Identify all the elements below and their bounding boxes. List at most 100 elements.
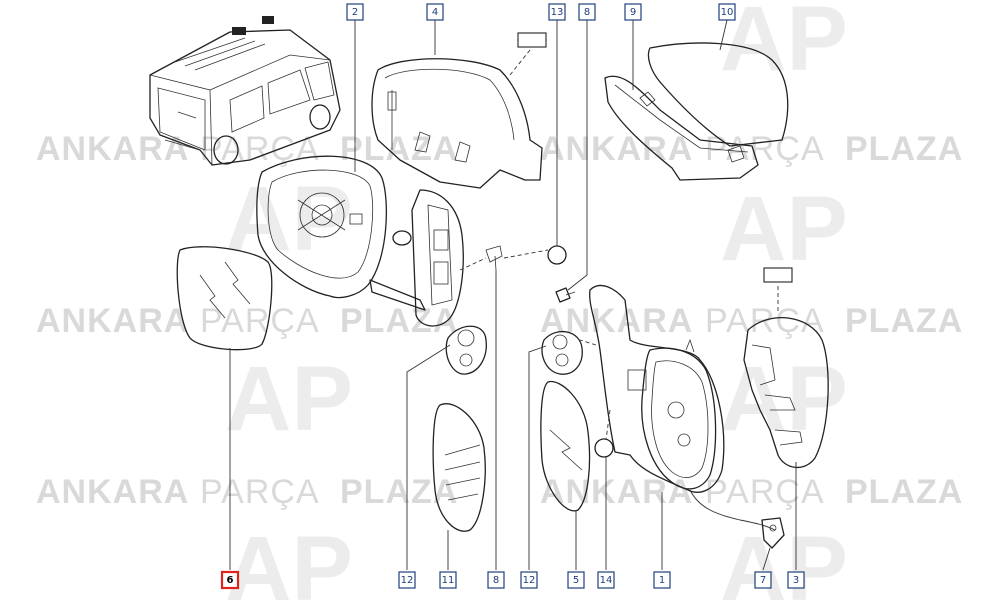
part-12-gasket-right (541, 330, 583, 375)
callout-c2: 2 (346, 3, 364, 21)
callout-c14: 14 (597, 571, 615, 589)
callout-box (346, 3, 364, 21)
watermark-logo-4: AP (225, 348, 353, 450)
watermark-bold-1: ANKARA (540, 302, 693, 340)
part-3-rear-housing (743, 267, 829, 469)
callout-box (597, 571, 615, 589)
watermark-bold-2: PLAZA (845, 302, 963, 340)
callout-label: 12 (523, 575, 536, 586)
part-12-gasket-left (445, 325, 487, 375)
watermark-light: PARÇA (200, 130, 320, 168)
part-11-heated-glass (432, 403, 486, 532)
callout-box (567, 571, 585, 589)
callout-c5: 5 (567, 571, 585, 589)
watermark-bold-1: ANKARA (540, 473, 693, 511)
callout-label: 3 (793, 575, 799, 586)
callout-box (220, 570, 240, 590)
watermark-row-3: ANKARA PARÇA PLAZA ANKARA PARÇA PLAZA (36, 473, 963, 511)
callout-c7: 7 (754, 571, 772, 589)
watermark-light: PARÇA (200, 302, 320, 340)
watermark-light: PARÇA (705, 130, 825, 168)
callout-label: 14 (600, 575, 613, 586)
watermark-bold-1: ANKARA (36, 473, 189, 511)
callout-label: 4 (432, 7, 438, 18)
callout-label: 5 (573, 575, 579, 586)
callout-box (787, 571, 805, 589)
part-7-harness-connector (761, 517, 785, 549)
callout-label: 8 (584, 7, 590, 18)
part-1-mirror-assembly (589, 284, 776, 531)
watermark-bold-1: ANKARA (540, 130, 693, 168)
callout-box (653, 571, 671, 589)
watermark-logo-1: AP (225, 168, 353, 270)
part-9-trim-bracket (604, 75, 759, 181)
callout-box (578, 3, 596, 21)
callout-label: 13 (551, 7, 564, 18)
watermark-logo-3: AP (720, 178, 848, 280)
callout-c3: 3 (787, 571, 805, 589)
callout-box (718, 3, 736, 21)
watermark: AP AP AP AP AP AP AP ANKARA PARÇA PLAZA … (36, 0, 963, 600)
watermark-bold-2: PLAZA (340, 473, 458, 511)
roof-rail-icon (232, 27, 246, 35)
watermark-bold-2: PLAZA (845, 473, 963, 511)
watermark-row-2: ANKARA PARÇA PLAZA ANKARA PARÇA PLAZA (36, 302, 963, 340)
callout-label: 2 (352, 7, 358, 18)
callout-c4: 4 (426, 3, 444, 21)
callout-c12b: 12 (520, 571, 538, 589)
callout-box (426, 3, 444, 21)
callout-label: 7 (760, 575, 766, 586)
callout-box (548, 3, 566, 21)
callout-label: 8 (493, 575, 499, 586)
wheel-icon (309, 104, 331, 130)
part-8-motor-bracket (411, 189, 549, 327)
callout-box (624, 3, 642, 21)
watermark-bold-1: ANKARA (36, 302, 189, 340)
watermark-logo-7: AP (720, 518, 848, 600)
part-14-pad (594, 438, 614, 458)
callout-c10: 10 (718, 3, 736, 21)
callout-box (398, 571, 416, 589)
callout-c8t: 8 (578, 3, 596, 21)
part-10-cover-cap (647, 42, 789, 147)
part-13-disk (547, 245, 567, 265)
callout-label: 1 (659, 575, 665, 586)
callout-label: 11 (442, 575, 455, 586)
callout-c13: 13 (548, 3, 566, 21)
callout-label: 12 (401, 575, 414, 586)
watermark-bold-2: PLAZA (845, 130, 963, 168)
part-8-screw (555, 287, 576, 303)
watermark-logo-5: AP (720, 348, 848, 450)
callout-c11: 11 (439, 571, 457, 589)
watermark-light: PARÇA (200, 473, 320, 511)
part-2-mirror-frame (256, 155, 426, 311)
wheel-icon (213, 135, 239, 165)
watermark-bold-1: ANKARA (36, 130, 189, 168)
part-6-mirror-glass (176, 246, 273, 351)
callout-c1: 1 (653, 571, 671, 589)
part-5-glass (540, 380, 591, 512)
watermark-bold-2: PLAZA (340, 130, 458, 168)
part-4-outer-cover (371, 32, 547, 189)
roof-rail-icon (262, 16, 274, 24)
watermark-row-1: ANKARA PARÇA PLAZA ANKARA PARÇA PLAZA (36, 130, 963, 168)
callout-c9: 9 (624, 3, 642, 21)
watermark-logo-2: AP (720, 0, 848, 90)
callout-c12a: 12 (398, 571, 416, 589)
watermark-logo-6: AP (225, 518, 353, 600)
callout-label: 9 (630, 7, 636, 18)
watermark-bold-2: PLAZA (340, 302, 458, 340)
van-illustration (149, 16, 341, 166)
watermark-light: PARÇA (705, 473, 825, 511)
callout-box (754, 571, 772, 589)
callout-box (520, 571, 538, 589)
leader-lines (229, 19, 797, 571)
callout-label: 6 (227, 575, 234, 586)
callout-c8b: 8 (487, 571, 505, 589)
callout-c6: 6 (220, 570, 240, 590)
callouts: 6 2 4 13 8 9 10 12 11 8 12 5 14 1 7 3 (220, 3, 805, 590)
callout-label: 10 (721, 7, 734, 18)
callout-box (439, 571, 457, 589)
callout-box (487, 571, 505, 589)
